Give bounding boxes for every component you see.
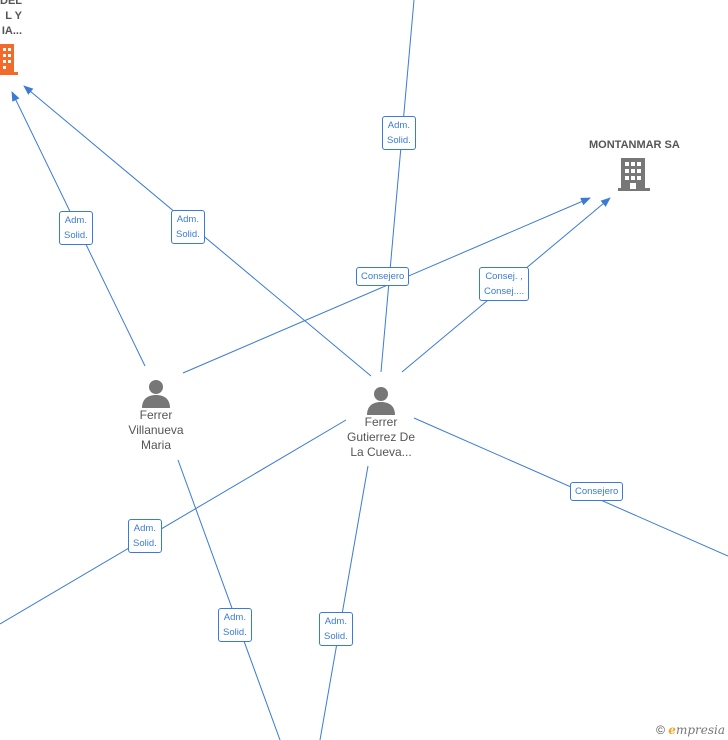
edge-label-adm-bottom-mid[interactable]: Adm. Solid. xyxy=(218,608,252,642)
brand-name: mpresia xyxy=(675,723,725,737)
edge-label-line: Adm. xyxy=(133,523,156,534)
company-label-line: IA... xyxy=(1,25,22,37)
edge-label-line: Adm. xyxy=(387,120,410,131)
person-icon xyxy=(367,387,395,415)
person-node-gutierrez[interactable]: Ferrer Gutierrez De La Cueva... xyxy=(335,385,427,460)
edge-label-line: Consejero xyxy=(361,271,405,282)
edge-label-line: Consejero xyxy=(575,486,619,497)
person-name-line: Gutierrez De xyxy=(346,430,416,444)
person-node-villanueva[interactable]: Ferrer Villanueva Maria xyxy=(114,378,198,453)
copyright-symbol: © xyxy=(656,723,665,737)
company-label-line: DEL xyxy=(0,0,22,7)
edge-gutierrez-bottom[interactable] xyxy=(319,465,369,740)
edge-villanueva-bottom[interactable] xyxy=(177,459,281,740)
person-name-line: Maria xyxy=(140,438,171,452)
edge-label-line: Consej. , xyxy=(485,271,523,282)
person-icon xyxy=(142,380,170,408)
edge-label-adm-left2[interactable]: Adm. Solid. xyxy=(171,210,205,244)
edge-label-adm-top[interactable]: Adm. Solid. xyxy=(382,116,416,150)
edge-label-line: Solid. xyxy=(64,230,88,241)
company-label-line: L Y xyxy=(5,10,22,22)
edge-label-line: Solid. xyxy=(176,229,200,240)
brand-initial: e xyxy=(668,723,676,737)
edge-label-line: Adm. xyxy=(176,214,199,225)
company-label-montanmar[interactable]: MONTANMAR SA xyxy=(589,139,680,151)
edge-label-line: Solid. xyxy=(324,631,348,642)
edge-label-consejero-montanmar[interactable]: Consejero xyxy=(356,267,410,286)
edge-gutierrez-top[interactable] xyxy=(380,0,415,373)
edge-label-consej-montanmar[interactable]: Consej. , Consej.... xyxy=(479,267,530,301)
edge-label-line: Adm. xyxy=(64,215,87,226)
person-name-line: Ferrer xyxy=(364,415,398,429)
building-icon[interactable] xyxy=(0,44,18,75)
brand-logo: empresia xyxy=(668,723,725,737)
edge-label-line: Solid. xyxy=(133,538,157,549)
edge-label-line: Solid. xyxy=(223,627,247,638)
edge-label-line: Adm. xyxy=(324,616,347,627)
edge-label-line: Consej.... xyxy=(484,286,525,297)
edge-label-line: Adm. xyxy=(223,612,246,623)
copyright-footer: © empresia xyxy=(656,723,725,737)
edge-label-adm-bottom-left[interactable]: Adm. Solid. xyxy=(128,519,162,553)
person-name-line: Ferrer xyxy=(139,408,173,422)
person-name-line: La Cueva... xyxy=(350,445,412,459)
building-icon[interactable] xyxy=(618,158,650,191)
edge-label-consejero-right[interactable]: Consejero xyxy=(570,482,624,501)
edge-gutierrez-bottom-left[interactable] xyxy=(0,419,347,625)
company-label-top-left[interactable]: DEL L Y IA... xyxy=(0,0,22,39)
person-name-line: Villanueva xyxy=(128,423,184,437)
edge-label-adm-left1[interactable]: Adm. Solid. xyxy=(59,211,93,245)
edge-label-adm-bottom-right[interactable]: Adm. Solid. xyxy=(319,612,353,646)
edge-label-line: Solid. xyxy=(387,135,411,146)
